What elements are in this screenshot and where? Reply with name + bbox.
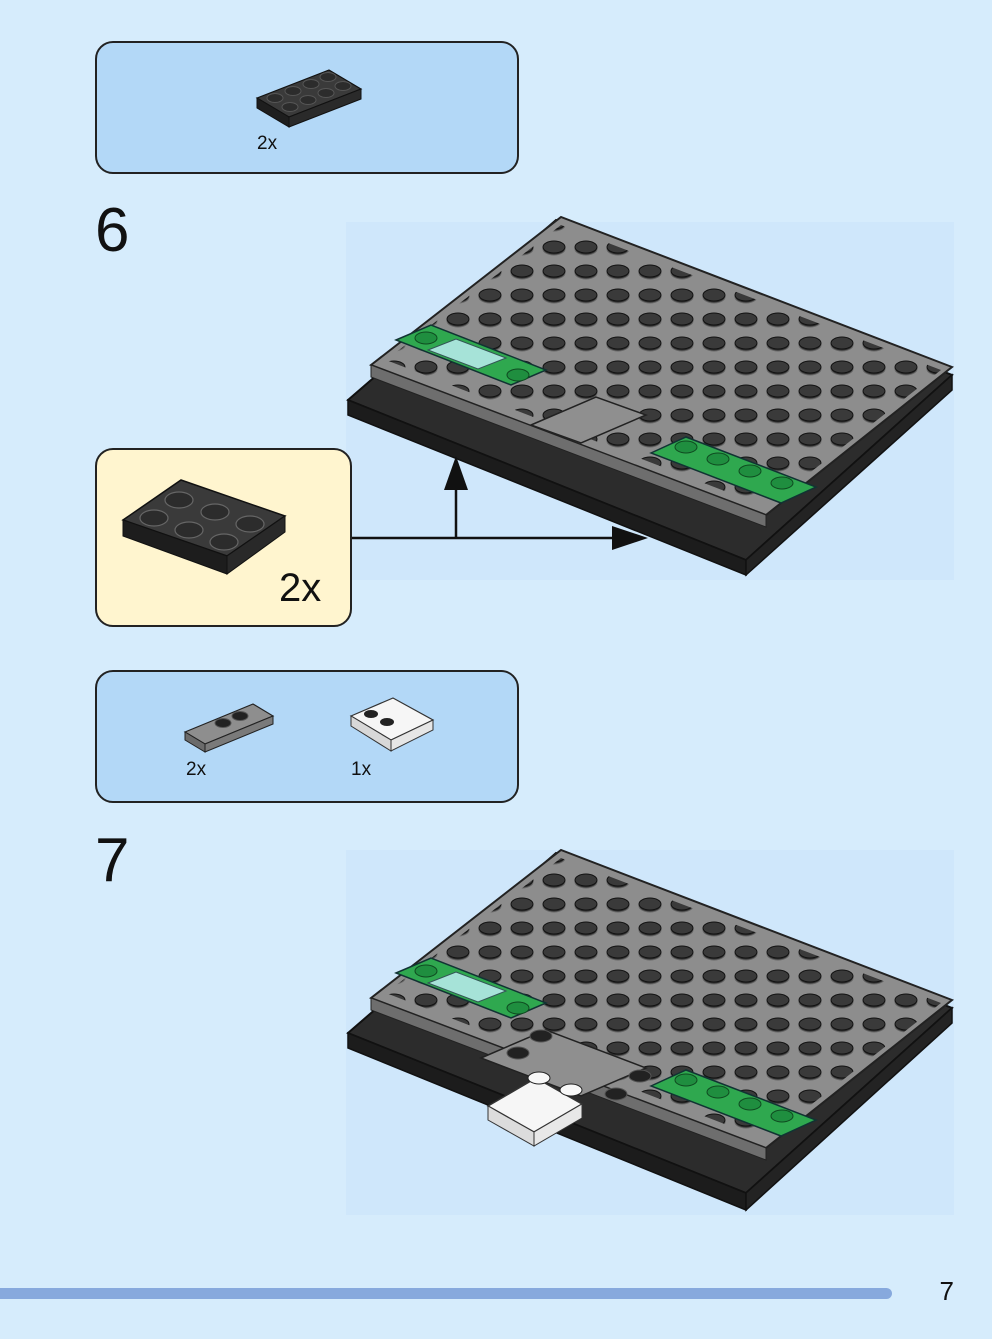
step7-model-image [346,848,956,1216]
step6-parts-box: 2x [95,41,519,174]
step-number: 6 [95,196,130,265]
part-quantity: 2x [257,133,278,154]
part-quantity: 2x [186,759,207,780]
page-number: 7 [939,1276,954,1306]
progress-bar [0,1288,892,1299]
placement-arrows [352,452,652,557]
part-quantity: 1x [351,759,372,780]
step6-model-image [346,215,956,580]
tile-2x2-white-icon [349,696,435,754]
step6-callout-box: 2x [95,448,352,627]
callout-quantity: 2x [279,566,322,610]
step-number: 7 [95,826,130,895]
plate-2x4-black-icon [253,65,365,135]
step7-parts-box: 2x 1x [95,670,519,803]
plate-2x4-black-icon [119,474,289,582]
jumper-plate-1x3-gray-icon [183,702,275,754]
